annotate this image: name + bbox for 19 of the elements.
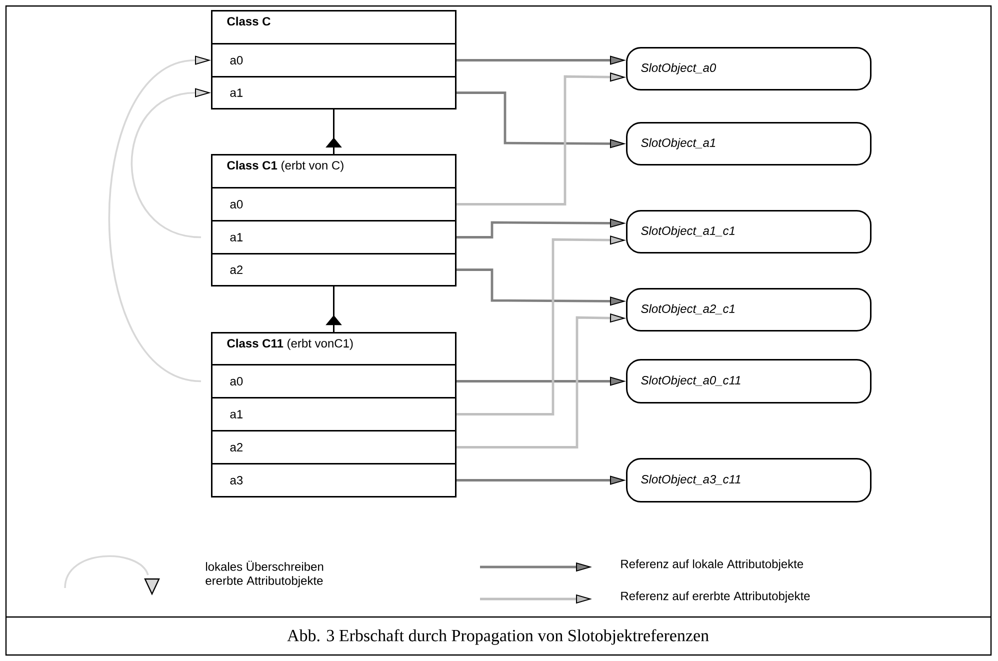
slot-object-box: SlotObject_a3_c11 [626,458,872,502]
slot-object-box: SlotObject_a0_c11 [626,359,872,404]
slot-object-box: SlotObject_a1_c1 [626,210,872,254]
attribute-row: a1 [211,397,456,432]
slot-object-box: SlotObject_a2_c1 [626,288,872,332]
attribute-row: a0 [211,364,456,398]
legend-text: lokales Überschreiben ererbte Attributobjekte [206,560,324,588]
attribute-row: a0 [211,43,456,78]
attribute-row: a1 [211,76,456,110]
legend-text: Referenz auf ererbte Attributobjekte [621,591,810,603]
slot-object-box: SlotObject_a0 [626,47,872,90]
attribute-row: a1 [211,220,456,254]
attribute-row: a2 [211,430,456,464]
caption: Abb. 3 Erbschaft durch Propagation von Slotobjektreferenzen [287,629,709,645]
attribute-row: a2 [211,253,456,286]
attribute-row: a3 [211,463,456,498]
slot-object-box: SlotObject_a1 [626,122,872,166]
legend-text: Referenz auf lokale Attributobjekte [621,559,804,571]
attribute-row: a0 [211,187,456,222]
